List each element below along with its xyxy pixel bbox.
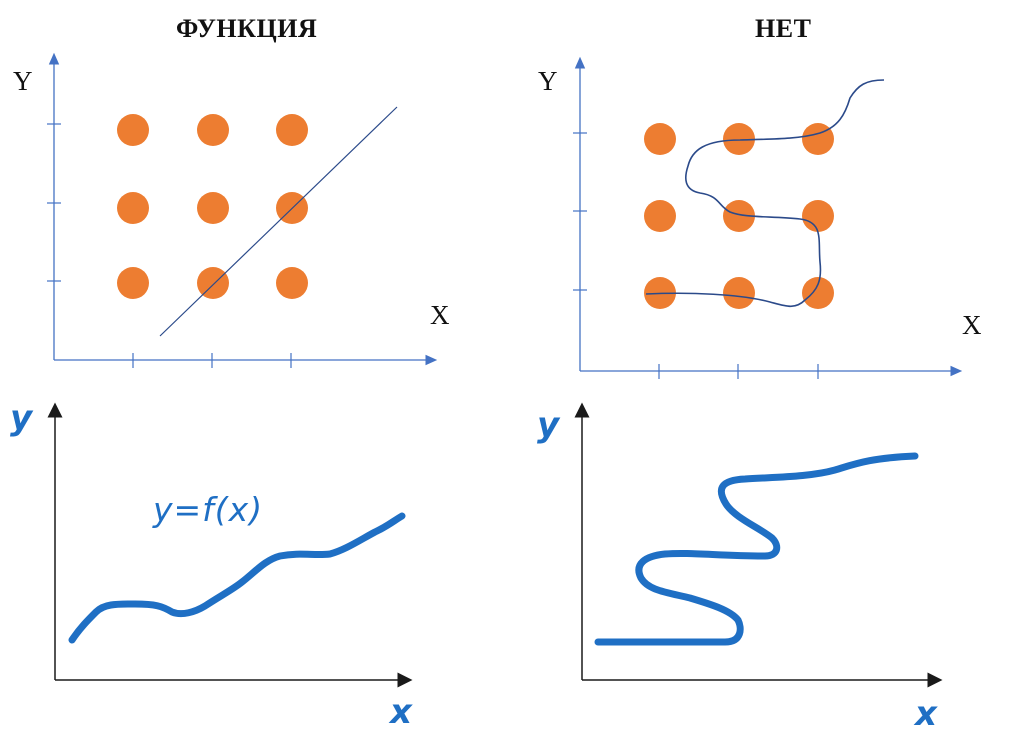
dot [644, 123, 676, 155]
bottom-right-x-label: x [915, 694, 937, 734]
bottom-left-x-label: x [390, 692, 412, 732]
title-not-function: НЕТ [755, 14, 812, 43]
dot [723, 277, 755, 309]
dot [276, 267, 308, 299]
top-left-y-label: Y [13, 66, 33, 96]
dot [723, 200, 755, 232]
dot [197, 192, 229, 224]
squiggle-not-function [645, 79, 885, 308]
bottom-left-plot [47, 402, 413, 688]
dot [802, 277, 834, 309]
top-right-y-label: Y [538, 66, 558, 96]
bottom-right-y-label: y [537, 405, 560, 445]
dot [723, 123, 755, 155]
dot [117, 267, 149, 299]
dot [276, 114, 308, 146]
dot [117, 114, 149, 146]
dot [117, 192, 149, 224]
dot [802, 200, 834, 232]
function-formula: y=f(x) [153, 490, 264, 529]
title-function: ФУНКЦИЯ [176, 14, 318, 43]
dot [197, 114, 229, 146]
dot [197, 267, 229, 299]
bottom-right-plot [574, 402, 943, 688]
wavy-function-curve [68, 512, 406, 644]
bottom-left-y-label: y [10, 398, 33, 438]
top-left-x-label: X [430, 300, 450, 330]
top-left-plot [47, 52, 438, 368]
straight-line-function [159, 106, 398, 337]
top-right-x-label: X [962, 310, 982, 340]
top-right-plot [573, 56, 963, 379]
dot [644, 200, 676, 232]
dot [802, 123, 834, 155]
s-curve-not-function [594, 452, 919, 646]
